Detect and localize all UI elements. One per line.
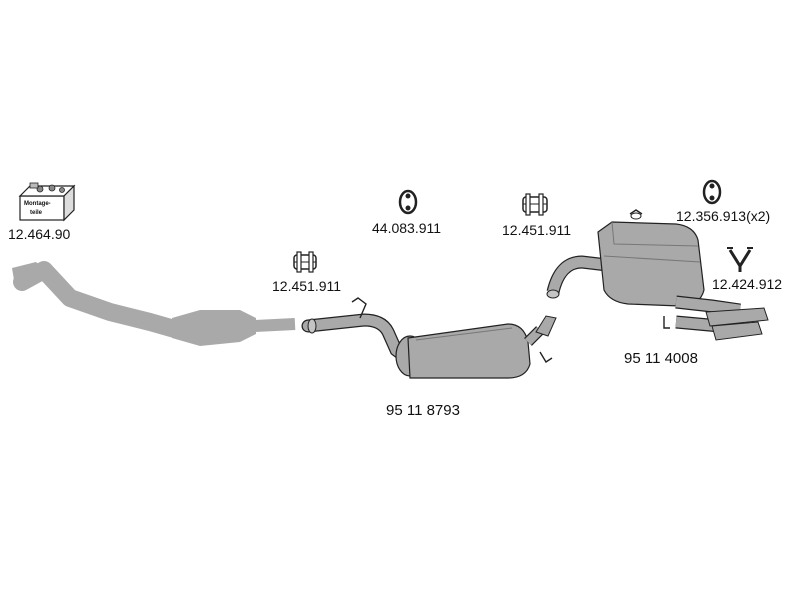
bracket-icon bbox=[727, 247, 753, 272]
bracket-part-number: 12.424.912 bbox=[712, 276, 783, 292]
hanger-2-part-number: 12.356.913(x2) bbox=[676, 208, 771, 224]
middle-silencer-part-number: 95 11 8793 bbox=[386, 402, 460, 419]
front-pipe-catalyst bbox=[12, 261, 296, 346]
kit-part-number: 12.464.90 bbox=[8, 226, 71, 242]
clamp-2-icon bbox=[522, 193, 548, 216]
clamp-2-part-number: 12.451.911 bbox=[502, 222, 572, 238]
hanger-2-icon bbox=[702, 179, 722, 205]
clamp-1-part-number: 12.451.911 bbox=[272, 278, 342, 294]
rear-silencer bbox=[546, 209, 769, 341]
mounting-kit-icon: Montage- teile bbox=[18, 182, 76, 222]
clamp-1-icon bbox=[293, 251, 317, 273]
hanger-1-part-number: 44.083.911 bbox=[372, 220, 442, 236]
kit-box-text-1: Montage- bbox=[24, 201, 51, 207]
middle-silencer bbox=[301, 297, 557, 379]
hanger-1-icon bbox=[398, 189, 418, 215]
rear-silencer-part-number: 95 11 4008 bbox=[624, 350, 698, 367]
kit-box-text-2: teile bbox=[30, 210, 43, 216]
